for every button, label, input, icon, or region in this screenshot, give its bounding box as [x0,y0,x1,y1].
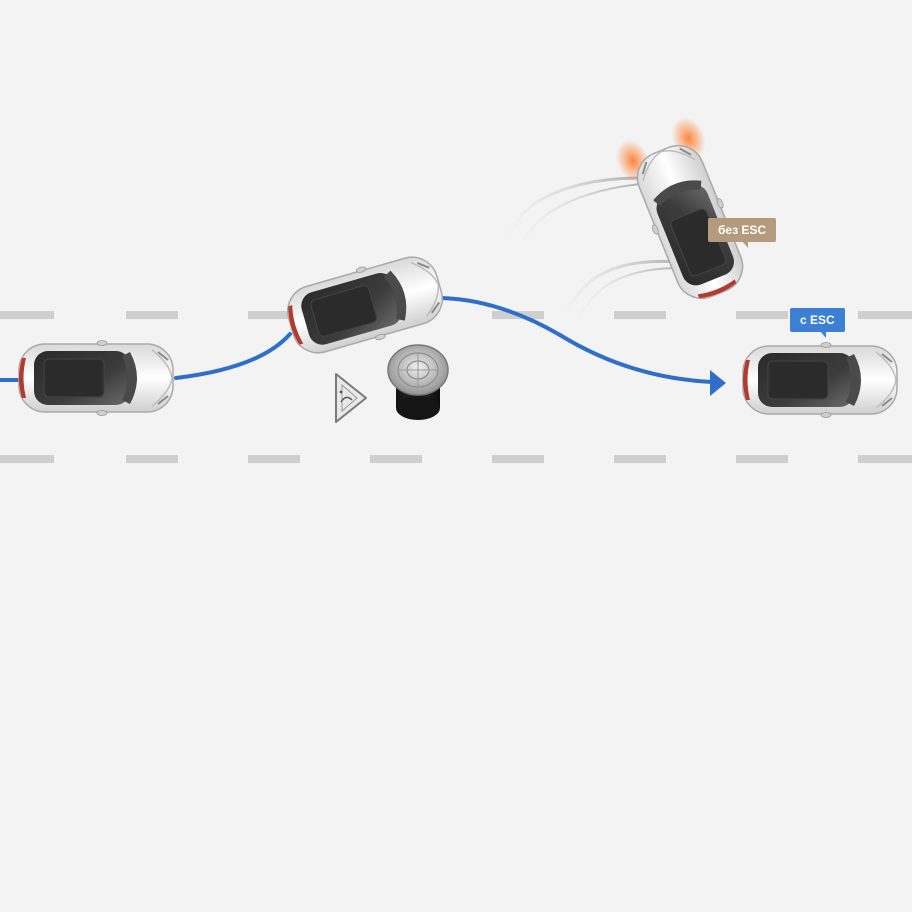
trajectory-arrowhead [710,370,726,396]
skid-marks [503,176,682,325]
car-without-esc [615,117,755,309]
warning-triangle-icon [335,373,367,423]
lane-line-top [0,311,912,319]
without-esc-tag: без ESC [708,218,777,248]
lane-line-bottom [0,455,912,463]
esc-trajectory [0,296,714,384]
with-esc-tag: с ESC [790,308,845,338]
manhole-cylinder-icon [387,344,449,420]
car-with-esc [742,341,898,419]
car-start [18,339,174,417]
